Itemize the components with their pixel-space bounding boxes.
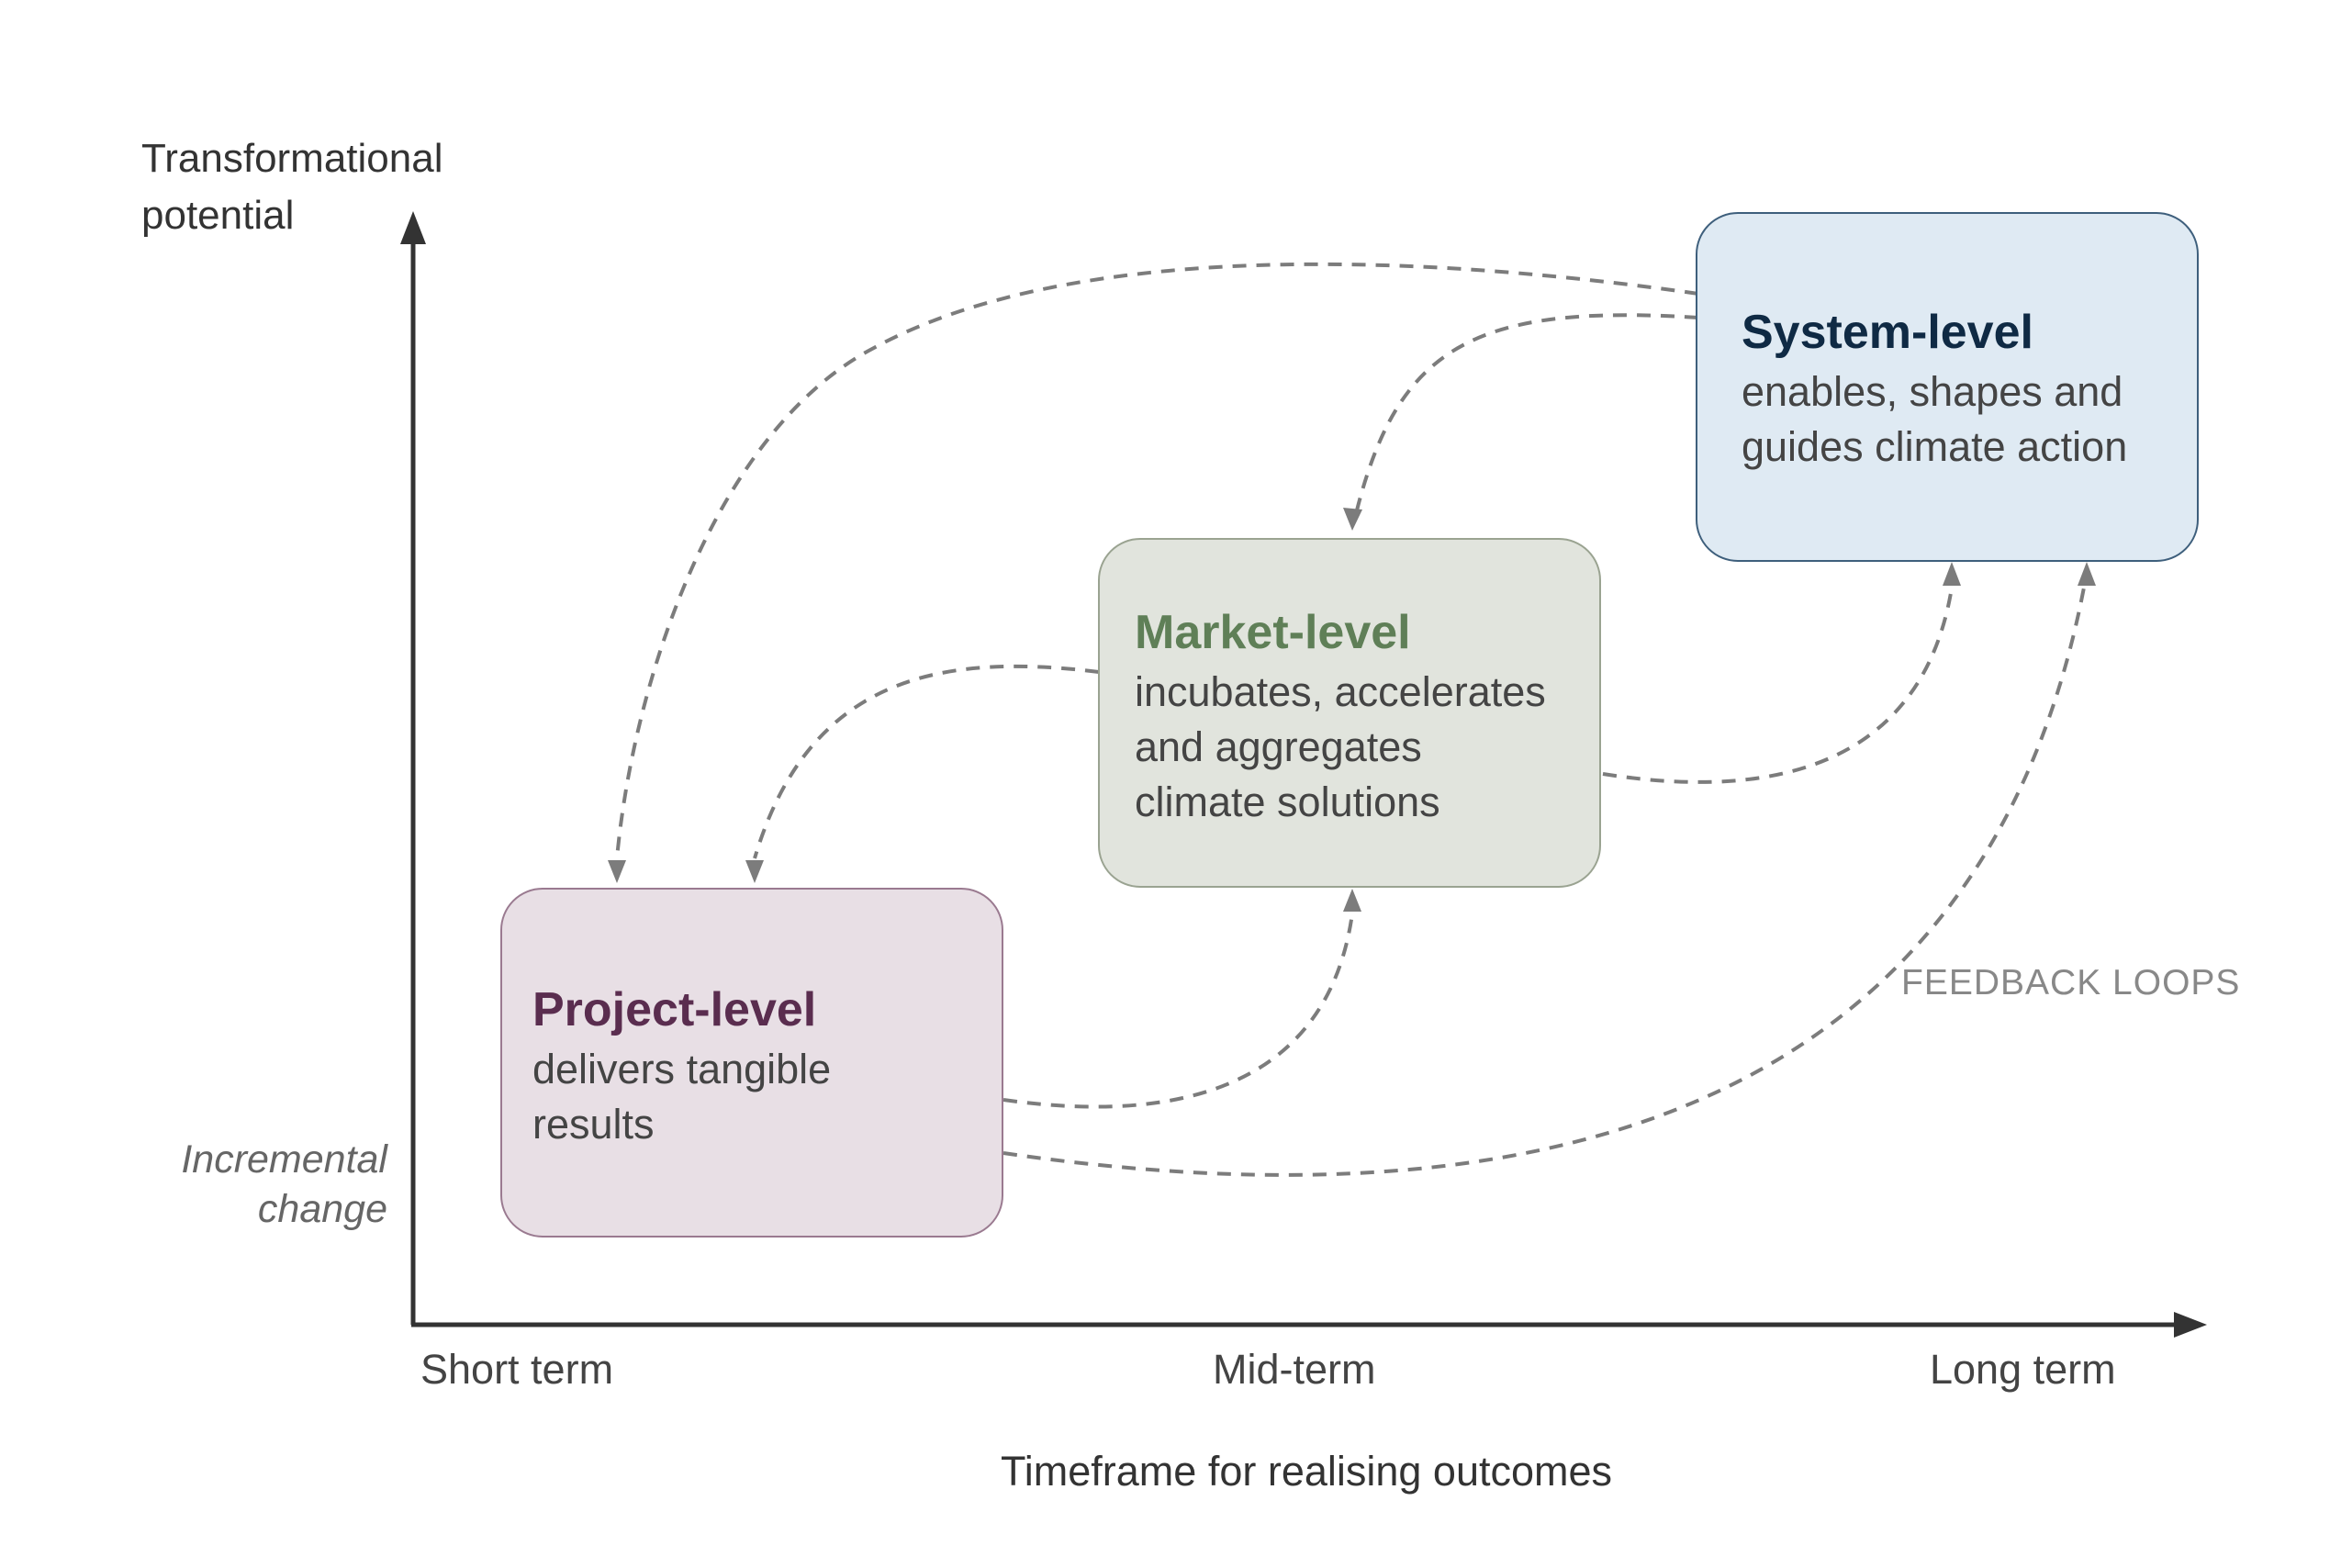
- feedback-arrowhead-project-to-system: [2078, 562, 2096, 586]
- project-level-title: Project-level: [532, 983, 817, 1036]
- y-axis-low-label: Incremental change: [181, 1137, 387, 1231]
- x-axis-arrowhead: [2174, 1312, 2207, 1338]
- feedback-arrow-system-to-market: [1352, 313, 1699, 522]
- x-tick-mid-term: Mid-term: [1213, 1346, 1376, 1393]
- project-level-box: Project-level delivers tangible results: [500, 888, 1003, 1238]
- y-axis-title: Transformational potential: [141, 136, 443, 238]
- feedback-arrowhead-project-to-market: [1343, 889, 1361, 912]
- market-level-box: Market-level incubates, accelerates and …: [1098, 538, 1601, 888]
- project-level-description: delivers tangible results: [532, 1046, 832, 1148]
- y-axis-arrowhead: [400, 211, 426, 244]
- x-axis-title: Timeframe for realising outcomes: [1000, 1448, 1613, 1495]
- system-level-title: System-level: [1742, 306, 2033, 359]
- feedback-arrowhead-market-to-project: [745, 860, 764, 883]
- feedback-arrowhead-system-to-market: [1343, 508, 1362, 531]
- feedback-arrow-market-to-system: [1602, 587, 1954, 784]
- feedback-arrowhead-system-to-project: [608, 860, 626, 883]
- system-level-box: System-level enables, shapes and guides …: [1696, 212, 2199, 562]
- feedback-arrow-market-to-project: [753, 664, 1100, 859]
- x-tick-long-term: Long term: [1930, 1346, 2116, 1393]
- feedback-loops-label: FEEDBACK LOOPS: [1901, 963, 2241, 1002]
- system-level-description: enables, shapes and guides climate actio…: [1742, 368, 2128, 470]
- market-level-title: Market-level: [1135, 606, 1411, 659]
- market-level-description: incubates, accelerates and aggregates cl…: [1135, 668, 1546, 825]
- feedback-arrow-system-to-project: [615, 262, 1699, 859]
- feedback-arrow-project-to-market: [1002, 913, 1354, 1109]
- feedback-arrowhead-market-to-system: [1943, 562, 1961, 586]
- x-tick-short-term: Short term: [420, 1346, 614, 1393]
